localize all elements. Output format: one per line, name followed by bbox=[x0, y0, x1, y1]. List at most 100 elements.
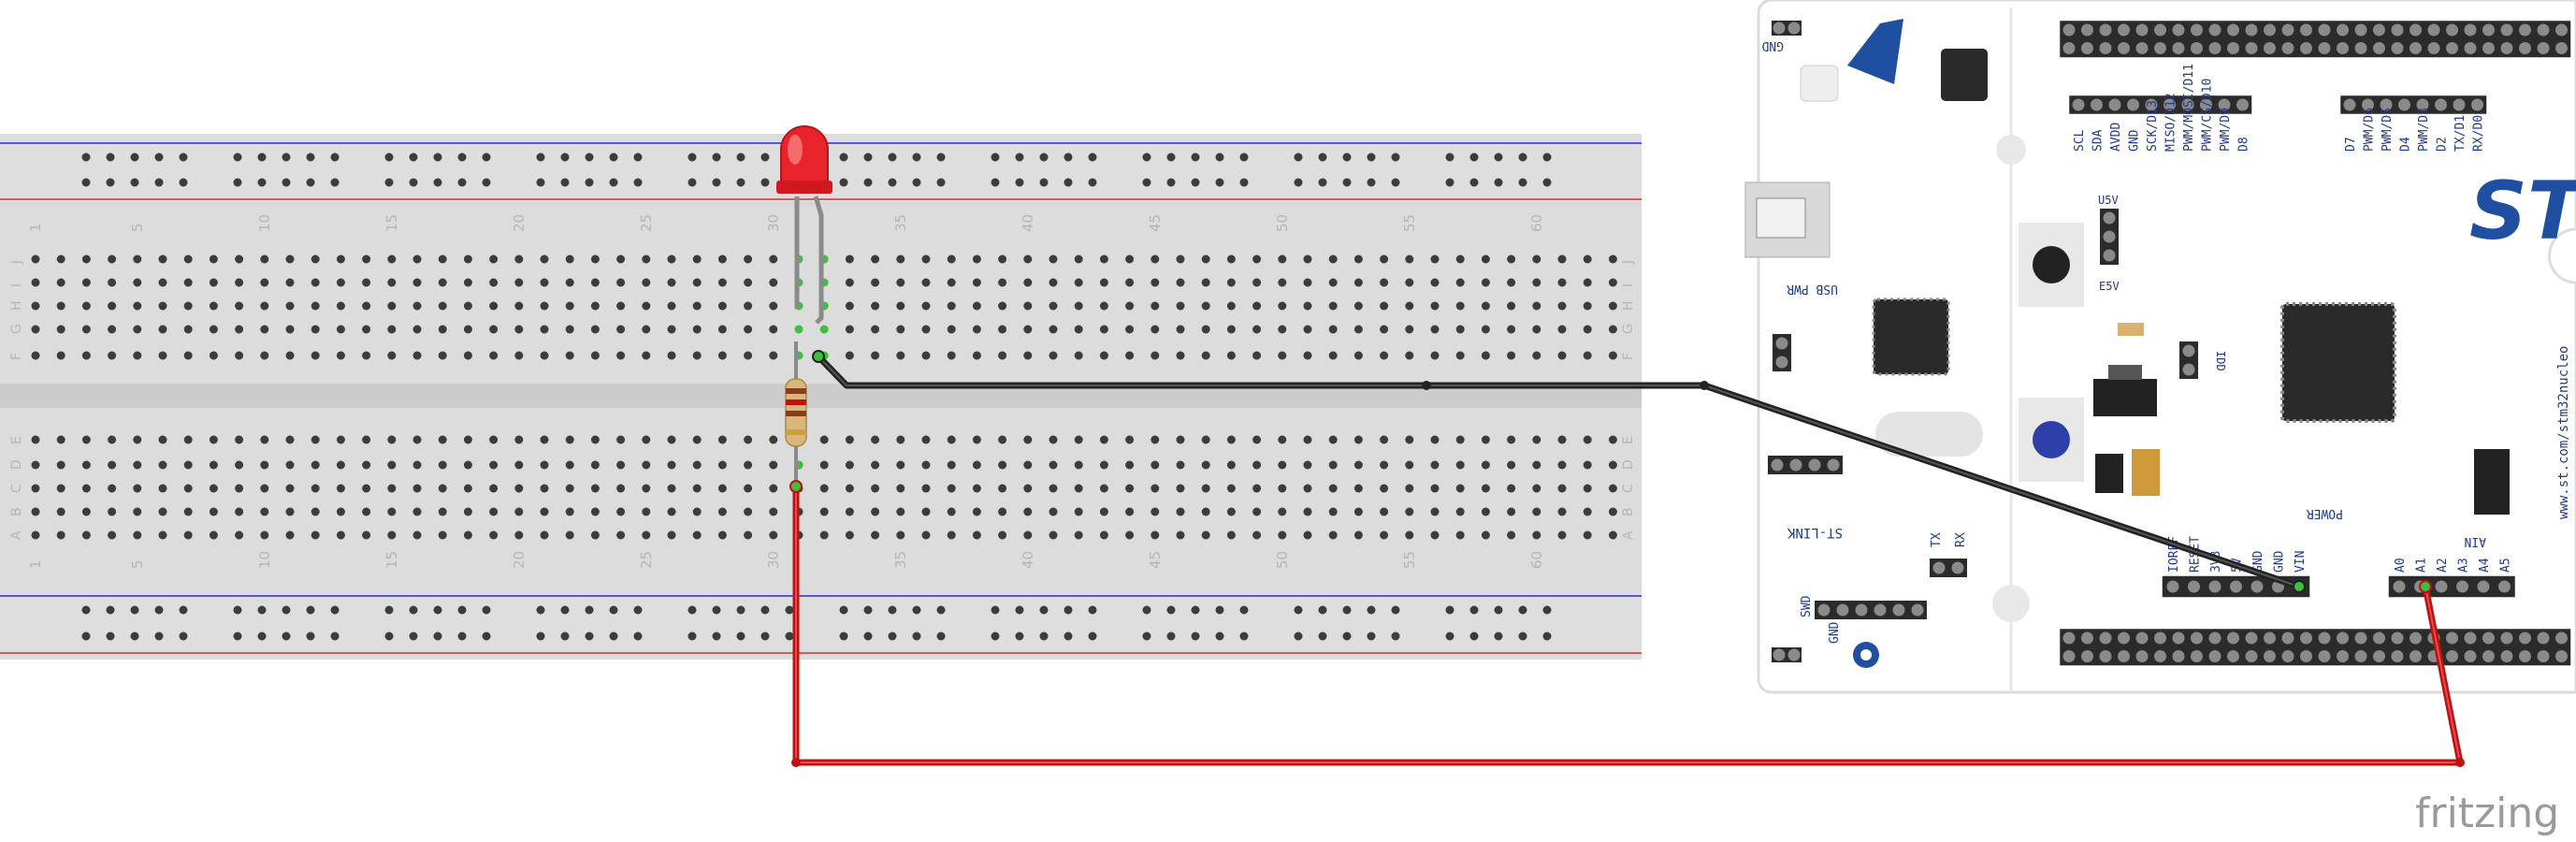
header-pin[interactable] bbox=[2482, 632, 2495, 645]
header-pin[interactable] bbox=[2118, 42, 2130, 54]
breadboard-hole[interactable] bbox=[1455, 460, 1465, 470]
header-pin[interactable] bbox=[2236, 98, 2249, 111]
breadboard-hole[interactable] bbox=[667, 484, 676, 493]
breadboard-hole[interactable] bbox=[692, 484, 702, 493]
breadboard-hole[interactable] bbox=[896, 325, 905, 334]
rail-hole[interactable] bbox=[1239, 178, 1249, 187]
header-pin[interactable] bbox=[1836, 603, 1849, 617]
breadboard-hole[interactable] bbox=[1303, 351, 1312, 360]
header-pin[interactable] bbox=[2537, 42, 2550, 54]
header-pin[interactable] bbox=[2427, 42, 2440, 54]
rail-hole[interactable] bbox=[1391, 632, 1400, 641]
header-pin[interactable] bbox=[2227, 650, 2239, 662]
header-pin[interactable] bbox=[2318, 23, 2331, 36]
breadboard-hole[interactable] bbox=[1151, 351, 1160, 360]
breadboard-hole[interactable] bbox=[1278, 254, 1287, 264]
breadboard-hole[interactable] bbox=[514, 460, 524, 470]
rail-hole[interactable] bbox=[1494, 152, 1503, 162]
breadboard-hole[interactable] bbox=[463, 325, 472, 334]
breadboard-hole[interactable] bbox=[362, 278, 371, 287]
breadboard-hole[interactable] bbox=[1049, 507, 1058, 516]
breadboard-hole[interactable] bbox=[1583, 507, 1592, 516]
breadboard-hole[interactable] bbox=[514, 530, 524, 540]
header-pin[interactable] bbox=[2555, 632, 2568, 645]
breadboard-hole[interactable] bbox=[1532, 278, 1541, 287]
header-pin[interactable] bbox=[2500, 42, 2513, 54]
breadboard-hole[interactable] bbox=[1481, 460, 1490, 470]
breadboard-hole[interactable] bbox=[108, 507, 117, 516]
breadboard-hole[interactable] bbox=[108, 530, 117, 540]
rail-hole[interactable] bbox=[936, 632, 946, 641]
breadboard-hole[interactable] bbox=[896, 484, 905, 493]
breadboard-hole[interactable] bbox=[1353, 301, 1363, 311]
rail-hole[interactable] bbox=[81, 178, 91, 187]
breadboard-hole[interactable] bbox=[1125, 435, 1135, 444]
breadboard-hole[interactable] bbox=[1125, 301, 1135, 311]
rail-hole[interactable] bbox=[1445, 605, 1454, 615]
header-pin[interactable] bbox=[2380, 98, 2393, 111]
breadboard-hole[interactable] bbox=[1557, 301, 1567, 311]
header-pin[interactable] bbox=[2103, 249, 2116, 262]
header-pin[interactable] bbox=[2427, 23, 2440, 36]
header-pin[interactable] bbox=[2135, 632, 2149, 645]
header-pin[interactable] bbox=[2337, 23, 2349, 36]
breadboard-hole[interactable] bbox=[590, 351, 600, 360]
rail-hole[interactable] bbox=[991, 178, 1000, 187]
rail-hole[interactable] bbox=[282, 178, 291, 187]
breadboard-hole[interactable] bbox=[235, 484, 244, 493]
breadboard-hole[interactable] bbox=[540, 301, 549, 311]
rail-hole[interactable] bbox=[1239, 632, 1249, 641]
breadboard-hole[interactable] bbox=[616, 254, 626, 264]
rail-hole[interactable] bbox=[1367, 605, 1376, 615]
rail-hole[interactable] bbox=[736, 152, 745, 162]
breadboard-hole[interactable] bbox=[489, 325, 499, 334]
breadboard-hole[interactable] bbox=[31, 325, 40, 334]
breadboard-hole[interactable] bbox=[947, 278, 956, 287]
header-pin[interactable] bbox=[2081, 23, 2093, 36]
breadboard-hole[interactable] bbox=[590, 325, 600, 334]
header-pin[interactable] bbox=[2072, 98, 2085, 111]
rail-hole[interactable] bbox=[991, 152, 1000, 162]
rail-hole[interactable] bbox=[633, 632, 643, 641]
breadboard-hole[interactable] bbox=[667, 301, 676, 311]
breadboard-hole[interactable] bbox=[285, 301, 295, 311]
breadboard-hole[interactable] bbox=[1099, 484, 1108, 493]
header-pin[interactable] bbox=[2498, 580, 2511, 593]
header-pin[interactable] bbox=[1951, 561, 1964, 574]
breadboard-hole[interactable] bbox=[209, 254, 218, 264]
breadboard-hole[interactable] bbox=[972, 507, 981, 516]
breadboard-hole[interactable] bbox=[183, 325, 193, 334]
rail-hole[interactable] bbox=[1367, 632, 1376, 641]
breadboard-hole[interactable] bbox=[590, 484, 600, 493]
breadboard-hole[interactable] bbox=[642, 435, 651, 444]
rail-hole[interactable] bbox=[1391, 605, 1400, 615]
rail-hole[interactable] bbox=[609, 632, 618, 641]
breadboard-hole[interactable] bbox=[921, 278, 931, 287]
breadboard-hole[interactable] bbox=[31, 530, 40, 540]
breadboard-hole[interactable] bbox=[1532, 325, 1541, 334]
breadboard-hole[interactable] bbox=[1151, 484, 1160, 493]
breadboard-hole[interactable] bbox=[1532, 435, 1541, 444]
breadboard-hole[interactable] bbox=[642, 484, 651, 493]
header-pin[interactable] bbox=[2188, 580, 2200, 593]
rail-hole[interactable] bbox=[712, 152, 721, 162]
breadboard-hole[interactable] bbox=[769, 351, 778, 360]
breadboard-hole[interactable] bbox=[896, 460, 905, 470]
header-pin[interactable] bbox=[2154, 42, 2166, 54]
header-pin[interactable] bbox=[2519, 650, 2531, 662]
breadboard-hole[interactable] bbox=[336, 484, 345, 493]
rail-hole[interactable] bbox=[457, 605, 467, 615]
breadboard-hole[interactable] bbox=[769, 301, 778, 311]
header-pin[interactable] bbox=[2416, 98, 2429, 111]
breadboard-hole[interactable] bbox=[1252, 507, 1262, 516]
rail-hole[interactable] bbox=[1039, 152, 1049, 162]
breadboard-hole[interactable] bbox=[412, 507, 422, 516]
breadboard-hole[interactable] bbox=[717, 278, 727, 287]
breadboard-hole[interactable] bbox=[1532, 507, 1541, 516]
breadboard-hole[interactable] bbox=[489, 351, 499, 360]
rail-hole[interactable] bbox=[1039, 632, 1049, 641]
breadboard-hole[interactable] bbox=[871, 435, 880, 444]
breadboard-hole[interactable] bbox=[921, 351, 931, 360]
header-pin[interactable] bbox=[2127, 98, 2139, 111]
rail-hole[interactable] bbox=[433, 632, 442, 641]
